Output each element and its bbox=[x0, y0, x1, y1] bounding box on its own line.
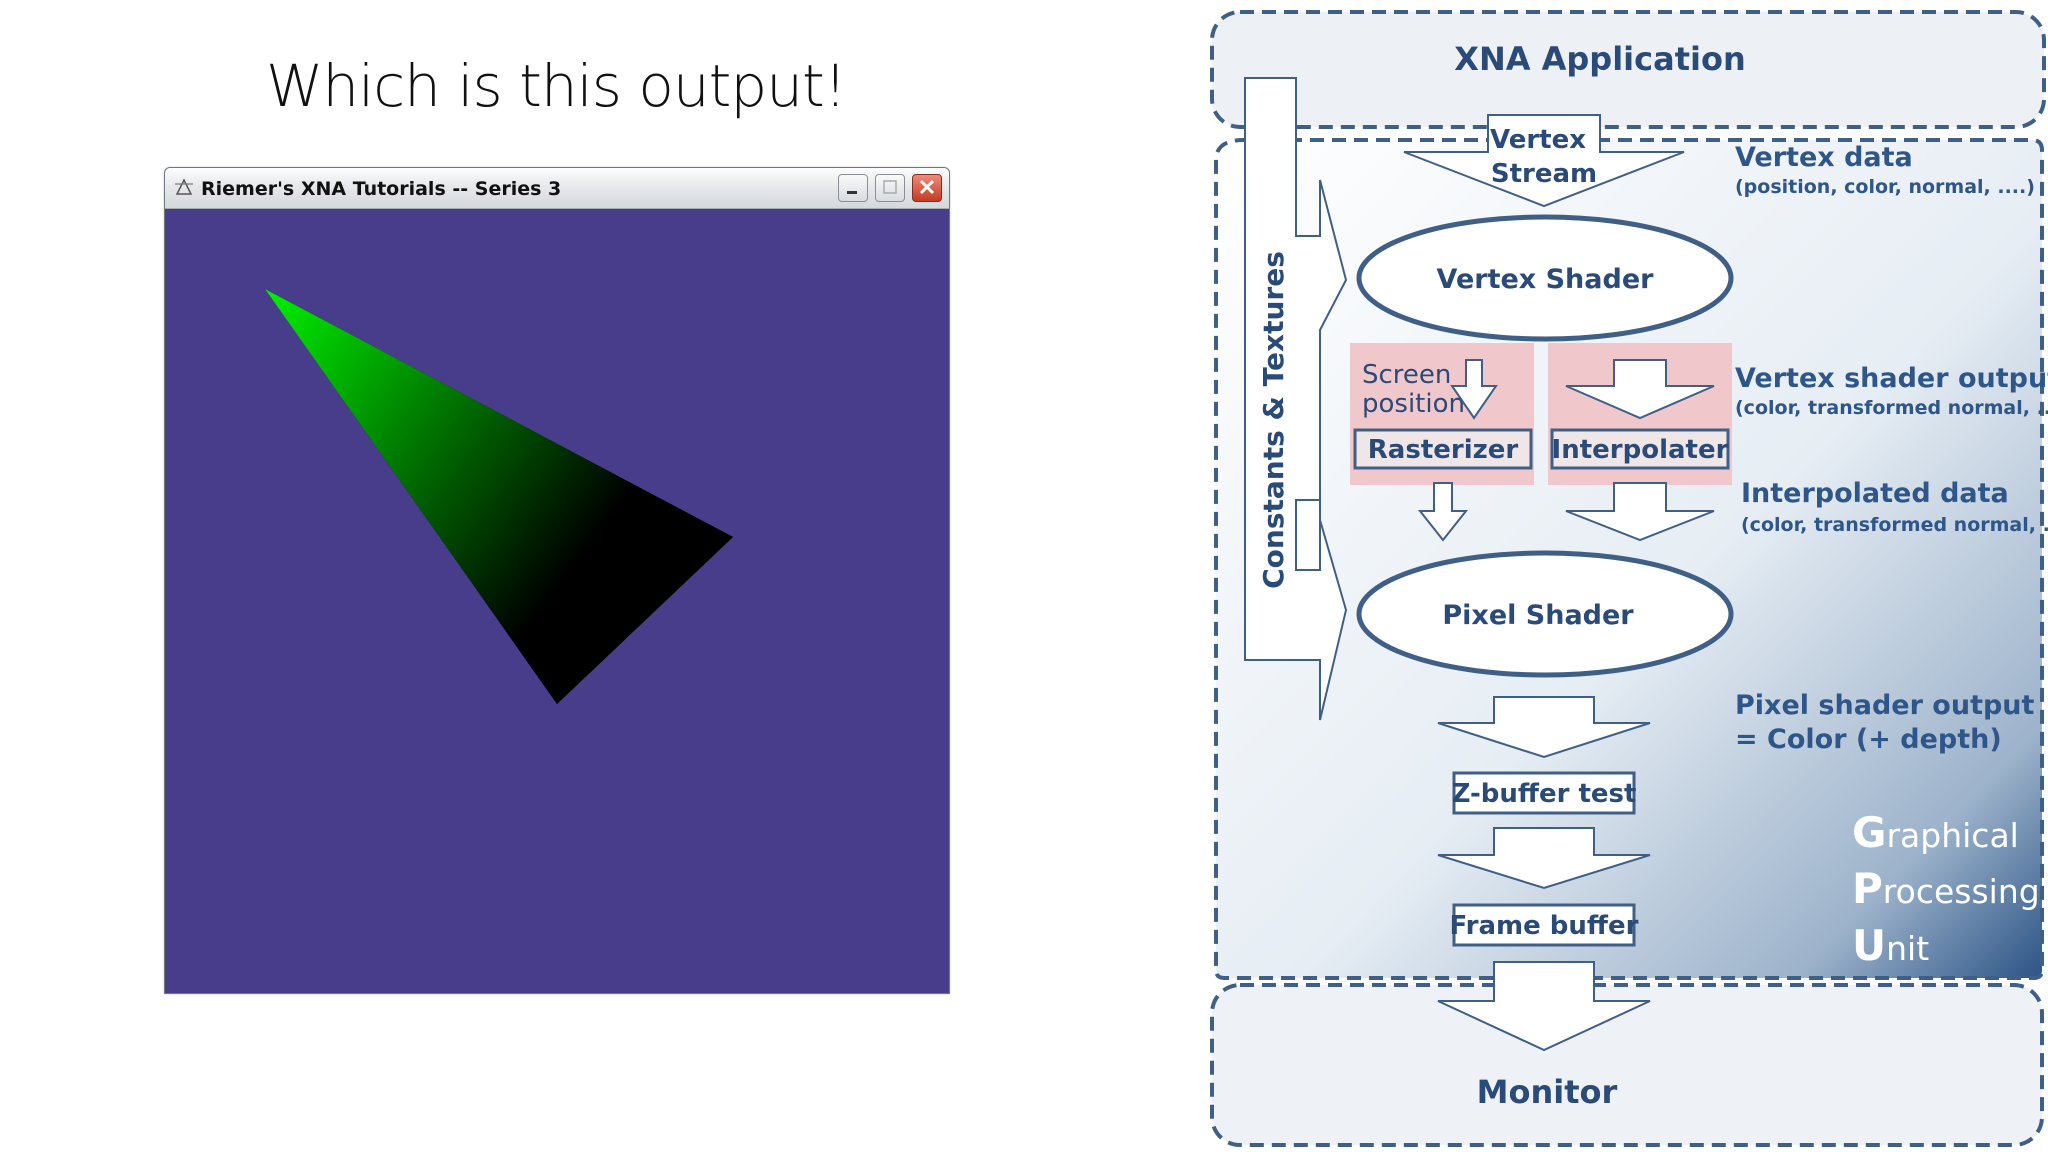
side-label-vertex-shader-output: Vertex shader output bbox=[1735, 363, 2048, 394]
vertex-shader-node bbox=[1356, 214, 1734, 342]
window-title: Riemer's XNA Tutorials -- Series 3 bbox=[201, 178, 562, 200]
interpolater-label: Interpolater bbox=[1552, 435, 1729, 465]
pixel-shader-label: Pixel Shader bbox=[1442, 600, 1634, 631]
close-button[interactable] bbox=[912, 174, 942, 202]
monitor-arrow bbox=[1437, 961, 1651, 1052]
side-label-vertex-shader-output-sub: (color, transformed normal, ...) bbox=[1735, 397, 2048, 419]
constants-textures-label: Constants & Textures bbox=[1257, 251, 1290, 589]
vertex-stream-label-line1: Vertex bbox=[1490, 125, 1586, 155]
triangle-green-layer bbox=[265, 289, 733, 704]
monitor-box bbox=[1210, 983, 2044, 1147]
close-icon bbox=[919, 179, 935, 195]
side-label-interpolated-data-sub: (color, transformed normal, ...) bbox=[1741, 514, 2048, 536]
vertex-stream-label-line2: Stream bbox=[1491, 159, 1597, 189]
xna-application-label: XNA Application bbox=[1454, 40, 1745, 78]
rasterizer-label: Rasterizer bbox=[1368, 435, 1519, 465]
gpu-pipeline-diagram: XNA Application Monitor Constants & Text… bbox=[1210, 10, 2048, 1147]
gpu-label-line3: Unit bbox=[1852, 921, 1929, 970]
slide-title: Which is this output! bbox=[266, 52, 847, 120]
screen-position-label-line2: position bbox=[1362, 389, 1465, 419]
minimize-icon bbox=[847, 191, 857, 194]
monitor-label: Monitor bbox=[1477, 1073, 1618, 1111]
gpu-label-line1: Graphical bbox=[1852, 808, 2019, 857]
minimize-button[interactable] bbox=[838, 174, 868, 202]
interpolater-box bbox=[1550, 428, 1730, 470]
gpu-rest-processing: rocessing bbox=[1883, 872, 2040, 911]
side-label-pixel-shader-output: Pixel shader output bbox=[1735, 690, 2035, 721]
frame-buffer-box bbox=[1452, 903, 1636, 947]
interpolater-output-arrow bbox=[1565, 482, 1715, 542]
interpolater-input-arrow bbox=[1565, 359, 1715, 420]
vertex-stream-arrow bbox=[1403, 114, 1685, 208]
pixel-shader-node bbox=[1356, 550, 1734, 678]
rendered-triangle bbox=[265, 289, 733, 704]
gpu-label-line2: Processing bbox=[1852, 864, 2040, 913]
window-titlebar[interactable]: Riemer's XNA Tutorials -- Series 3 bbox=[165, 168, 949, 209]
render-viewport bbox=[165, 209, 949, 993]
z-buffer-test-box bbox=[1452, 771, 1636, 815]
gpu-rest-unit: nit bbox=[1886, 929, 1929, 968]
side-label-vertex-data-sub: (position, color, normal, ....) bbox=[1735, 176, 2035, 198]
side-label-interpolated-data: Interpolated data bbox=[1741, 478, 2009, 509]
frame-buffer-label: Frame buffer bbox=[1450, 911, 1639, 941]
pixel-shader-output-arrow bbox=[1437, 696, 1651, 759]
constants-textures-arrow bbox=[1244, 77, 1348, 721]
screen-position-label-line1: Screen bbox=[1362, 360, 1451, 390]
z-buffer-output-arrow bbox=[1437, 827, 1651, 890]
z-buffer-test-label: Z-buffer test bbox=[1452, 779, 1637, 809]
xna-application-box bbox=[1210, 10, 2046, 129]
side-label-pixel-shader-output-sub: = Color (+ depth) bbox=[1735, 724, 2002, 755]
app-window[interactable]: Riemer's XNA Tutorials -- Series 3 bbox=[164, 167, 950, 994]
rasterizer-box bbox=[1353, 428, 1533, 470]
screen-position-arrow bbox=[1450, 359, 1498, 420]
app-logo-icon bbox=[175, 178, 193, 195]
gpu-letter-p: P bbox=[1852, 864, 1883, 913]
gpu-label: Graphical Processing Unit bbox=[1852, 808, 2040, 970]
vertex-shader-label: Vertex Shader bbox=[1437, 264, 1655, 295]
side-label-vertex-data: Vertex data bbox=[1735, 142, 1913, 173]
gpu-letter-g: G bbox=[1852, 808, 1886, 857]
rasterizer-output-arrow bbox=[1417, 482, 1469, 542]
maximize-icon bbox=[883, 180, 897, 194]
gpu-rest-graphical: raphical bbox=[1886, 816, 2018, 855]
maximize-button[interactable] bbox=[875, 174, 905, 202]
gpu-letter-u: U bbox=[1852, 921, 1886, 970]
